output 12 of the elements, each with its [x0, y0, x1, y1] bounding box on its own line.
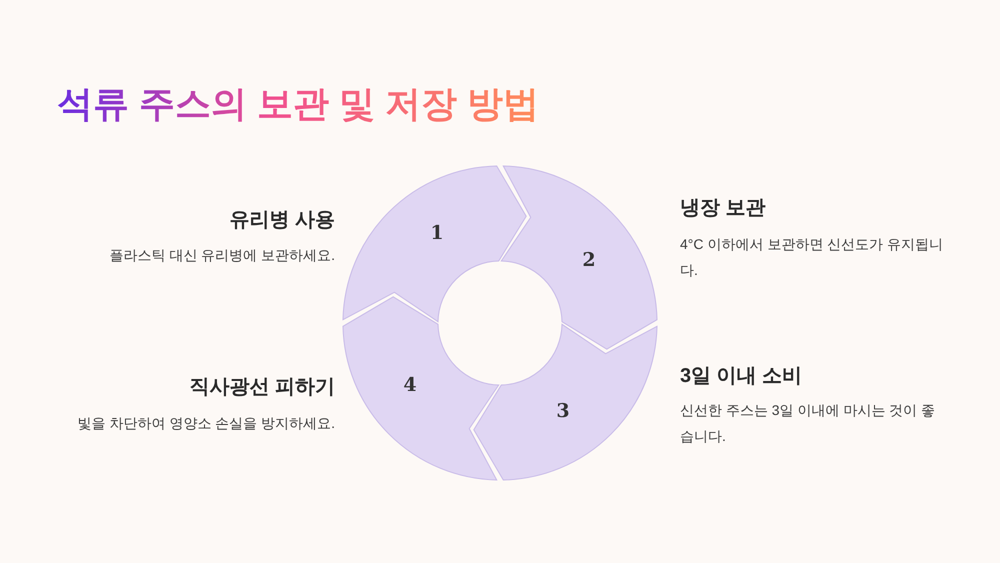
step-description: 4°C 이하에서 보관하면 신선도가 유지됩니다. [680, 235, 944, 280]
step-heading: 유리병 사용 [229, 208, 335, 233]
step-description: 빛을 차단하여 영양소 손실을 방지하세요. [76, 414, 335, 433]
step-number: 1 [430, 222, 444, 244]
step-description: 플라스틱 대신 유리병에 보관하세요. [108, 246, 335, 265]
step-heading: 3일 이내 소비 [680, 364, 802, 389]
step-number: 3 [556, 400, 570, 422]
step-description: 신선한 주스는 3일 이내에 마시는 것이 좋습니다. [680, 401, 936, 446]
step-number: 2 [582, 249, 596, 271]
step-number: 4 [403, 374, 417, 396]
step-heading: 직사광선 피하기 [189, 375, 335, 400]
step-heading: 냉장 보관 [680, 196, 766, 221]
